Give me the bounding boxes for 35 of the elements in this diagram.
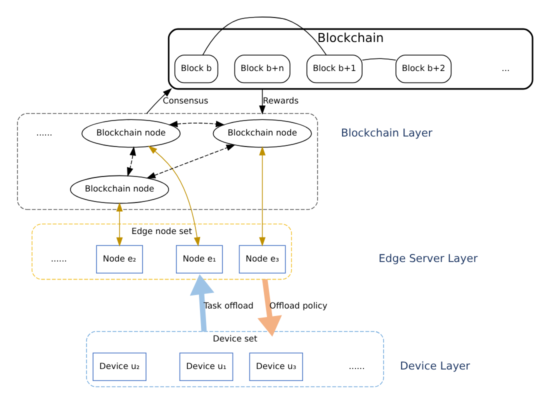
edge-label: Rewards <box>262 95 299 106</box>
arrow <box>146 144 236 179</box>
label: Blockchain Layer <box>340 126 432 140</box>
arrow <box>116 202 123 247</box>
node-box: Device u₁ <box>179 352 234 382</box>
arrow <box>259 146 266 246</box>
edge-label: Offload policy <box>269 300 328 310</box>
edge-label: Task offload <box>204 300 254 310</box>
arrow <box>168 120 226 128</box>
arrow <box>259 88 266 115</box>
node-box: Block b+n <box>234 54 290 84</box>
node-box: Node e₃ <box>238 245 286 274</box>
label: ... <box>502 63 510 74</box>
label: ...... <box>50 254 67 264</box>
label: ...... <box>36 128 52 138</box>
node-box: Node e₁ <box>176 245 223 274</box>
arrow <box>190 274 214 332</box>
label: Edge Server Layer <box>378 252 478 266</box>
connector <box>202 16 327 56</box>
cluster <box>17 113 318 210</box>
node-box: Node e₂ <box>96 245 143 274</box>
connector <box>362 58 396 60</box>
node-box: Block b+2 <box>396 54 452 84</box>
node-box: Device u₂ <box>92 352 146 382</box>
arrow <box>257 278 282 337</box>
label: ...... <box>348 360 365 371</box>
arrow <box>148 146 200 246</box>
node-ellipse: Blockchain node <box>70 175 170 204</box>
node-box: Block b <box>174 54 218 84</box>
label: Device Layer <box>400 360 470 373</box>
arrow <box>146 88 172 114</box>
arrow <box>127 146 136 177</box>
node-box: Block b+1 <box>306 54 363 84</box>
node-box: Device u₃ <box>249 352 304 382</box>
edge-label: Consensus <box>162 95 208 106</box>
